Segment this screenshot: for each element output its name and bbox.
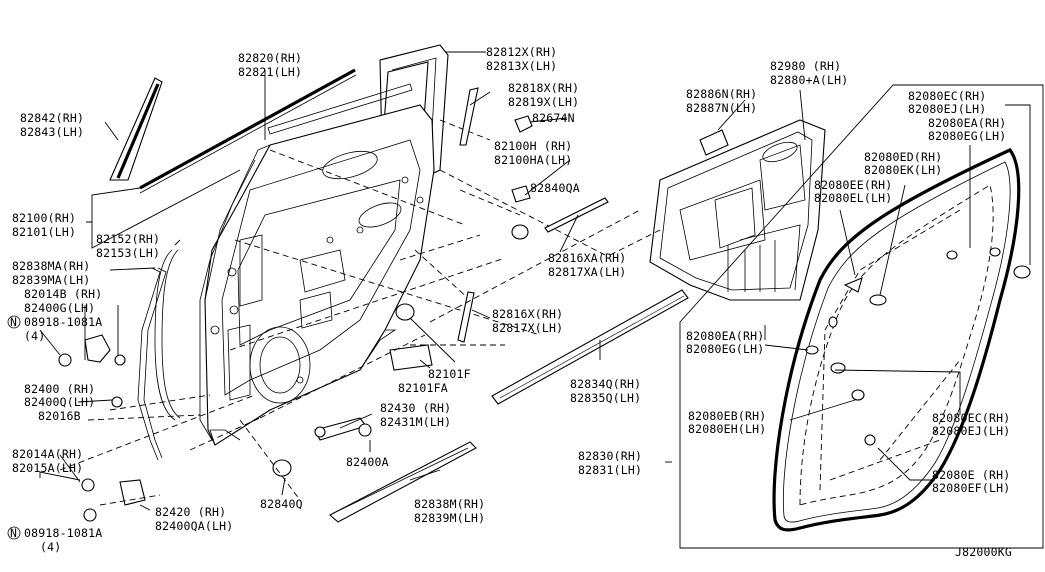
sash-tape-lower <box>457 291 475 343</box>
weatherstrip-box <box>679 84 1044 549</box>
label-82840qa: 82840QA <box>530 181 580 195</box>
label-82400q: 82400Q(LH) <box>24 395 95 409</box>
label-08918-a: 08918-1081A <box>24 315 102 329</box>
label-82100ha: 82100HA(LH) <box>494 153 572 167</box>
label-82830: 82830(RH) <box>578 449 642 463</box>
label-82843: 82843(LH) <box>20 125 84 139</box>
label-82080el: 82080EL(LH) <box>814 191 892 205</box>
label-82080ed: 82080ED(RH) <box>864 150 942 164</box>
label-82817x: 82817X(LH) <box>492 321 563 335</box>
clip-82840qa <box>511 185 531 203</box>
label-82080eg-2: 82080EG(LH) <box>686 342 764 356</box>
door-shell-weatherstrip <box>199 159 256 441</box>
label-82820: 82820(RH) <box>238 51 302 65</box>
label-82400g: 82400G(LH) <box>24 301 95 315</box>
label-82818x: 82818X(RH) <box>508 81 579 95</box>
clip-82674n <box>514 115 533 133</box>
label-82431m: 82431M(LH) <box>380 415 451 429</box>
label-82080ek: 82080EK(LH) <box>864 163 942 177</box>
part-labels: 82820(RH) 82821(LH) 82812X(RH) 82813X(LH… <box>7 45 1012 559</box>
diagram-code: J82000KG <box>955 545 1012 559</box>
label-82014a: 82014A(RH) <box>12 447 83 461</box>
label-82080eg-1: 82080EG(LH) <box>928 129 1006 143</box>
label-82016b: 82016B <box>38 409 81 423</box>
label-82152: 82152(RH) <box>96 232 160 246</box>
label-82400: 82400 (RH) <box>24 382 95 396</box>
label-82100h: 82100H (RH) <box>494 139 572 153</box>
label-82816x: 82816X(RH) <box>492 307 563 321</box>
label-82834q: 82834Q(RH) <box>570 377 641 391</box>
door-seal-left <box>154 249 176 421</box>
label-08918-b: 08918-1081A <box>24 526 102 540</box>
label-82080ec-1: 82080EC(RH) <box>908 89 986 103</box>
svg-text:N: N <box>10 315 17 329</box>
label-82819x: 82819X(LH) <box>508 95 579 109</box>
inner-belt-strip-upper <box>459 87 479 146</box>
label-82887n: 82887N(LH) <box>686 101 757 115</box>
svg-text:N: N <box>10 526 17 540</box>
label-82886n: 82886N(RH) <box>686 87 757 101</box>
label-82101f: 82101F <box>428 367 471 381</box>
label-82080ef: 82080EF(LH) <box>932 481 1010 495</box>
label-qty-b: (4) <box>40 540 61 554</box>
label-82080ec-2: 82080EC(RH) <box>932 411 1010 425</box>
label-82080ej-1: 82080EJ(LH) <box>908 102 986 116</box>
label-82101fa: 82101FA <box>398 381 448 395</box>
label-82831: 82831(LH) <box>578 463 642 477</box>
label-82880a: 82880+A(LH) <box>770 73 848 87</box>
label-plate <box>389 344 433 371</box>
label-82080ej-2: 82080EJ(LH) <box>932 424 1010 438</box>
inside-handle <box>314 417 372 441</box>
sash-tape-upper <box>544 197 609 233</box>
label-82813x: 82813X(LH) <box>486 59 557 73</box>
label-82816xa: 82816XA(RH) <box>548 251 626 265</box>
door-shell-group <box>58 44 606 523</box>
door-trim-panel-group <box>410 119 826 346</box>
label-82100: 82100(RH) <box>12 211 76 225</box>
label-82080ea-1: 82080EA(RH) <box>928 116 1006 130</box>
outer-belt-molding <box>139 68 356 190</box>
label-82400qa: 82400QA(LH) <box>155 519 233 533</box>
label-qty-a: (4) <box>24 329 45 343</box>
body-weatherstrip <box>772 148 1021 532</box>
label-82812x: 82812X(RH) <box>486 45 557 59</box>
leader-lines <box>39 51 806 511</box>
label-82839m: 82839M(LH) <box>414 511 485 525</box>
label-82153: 82153(LH) <box>96 246 160 260</box>
hole-plug-mid <box>395 303 415 321</box>
pull-handle-pocket <box>699 129 729 156</box>
upper-hinge <box>58 334 126 408</box>
label-82840q: 82840Q <box>260 497 303 511</box>
hole-plug-lower <box>272 459 292 477</box>
label-82420: 82420 (RH) <box>155 505 226 519</box>
label-82080e: 82080E (RH) <box>932 468 1010 482</box>
label-82080ea-2: 82080EA(RH) <box>686 329 764 343</box>
label-82014b: 82014B (RH) <box>24 287 102 301</box>
label-82817xa: 82817XA(LH) <box>548 265 626 279</box>
label-82080eb: 82080EB(RH) <box>688 409 766 423</box>
label-82839ma: 82839MA(LH) <box>12 273 90 287</box>
label-82821: 82821(LH) <box>238 65 302 79</box>
label-82101: 82101(LH) <box>12 225 76 239</box>
label-82842: 82842(RH) <box>20 111 84 125</box>
label-82838ma: 82838MA(RH) <box>12 259 90 273</box>
label-82838m: 82838M(RH) <box>414 497 485 511</box>
label-82080ee: 82080EE(RH) <box>814 178 892 192</box>
label-82400a: 82400A <box>346 455 389 469</box>
label-82015a: 82015A(LH) <box>12 461 83 475</box>
label-82674n: 82674N <box>532 111 575 125</box>
label-82430: 82430 (RH) <box>380 401 451 415</box>
label-82835q: 82835Q(LH) <box>570 391 641 405</box>
hinge-check-strap <box>137 267 161 461</box>
weatherstrip-clips <box>805 247 1031 446</box>
lower-hinge <box>81 478 146 522</box>
door-trim-panel <box>649 119 826 301</box>
label-82980: 82980 (RH) <box>770 59 841 73</box>
label-82080eh: 82080EH(LH) <box>688 422 766 436</box>
